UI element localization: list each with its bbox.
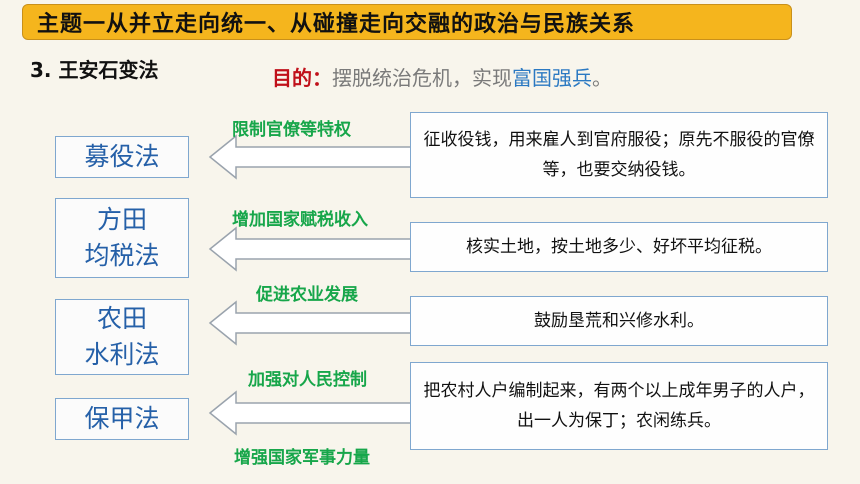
section-title: 3. 王安石变法 — [30, 58, 159, 82]
purpose-label: 目的： — [272, 66, 332, 90]
law-box-fangtian: 方田 均税法 — [55, 198, 189, 278]
page-title-bar: 主题一从并立走向统一、从碰撞走向交融的政治与民族关系 — [22, 4, 792, 40]
goal-label: 增加国家赋税收入 — [232, 210, 368, 230]
goal-label: 限制官僚等特权 — [232, 120, 351, 140]
law-name-line2: 水利法 — [84, 340, 160, 369]
law-description: 征收役钱，用来雇人到官府服役；原先不服役的官僚等，也要交纳役钱。 — [410, 112, 828, 198]
law-description: 鼓励垦荒和兴修水利。 — [410, 296, 828, 346]
law-name: 募役法 — [84, 142, 160, 171]
left-arrow-icon — [208, 226, 413, 272]
law-box-baojia: 保甲法 — [55, 398, 189, 440]
law-name-line1: 方田 — [96, 205, 147, 234]
law-description: 核实土地，按土地多少、好坏平均征税。 — [410, 222, 828, 272]
purpose-statement: 目的：摆脱统治危机，实现富国强兵。 — [272, 62, 612, 91]
law-box-muyi: 募役法 — [55, 136, 189, 178]
law-box-nongtian: 农田 水利法 — [55, 299, 189, 375]
left-arrow-icon — [208, 390, 413, 436]
purpose-end: 。 — [592, 66, 612, 90]
purpose-text: 摆脱统治危机，实现 — [332, 66, 512, 90]
goal-label-secondary: 增强国家军事力量 — [234, 448, 370, 468]
purpose-highlight: 富国强兵 — [512, 66, 592, 90]
left-arrow-icon — [208, 300, 413, 346]
law-name-line2: 均税法 — [84, 241, 160, 270]
law-description: 把农村人户编制起来，有两个以上成年男子的人户，出一人为保丁；农闲练兵。 — [410, 362, 828, 450]
goal-label: 促进农业发展 — [256, 285, 358, 305]
law-name: 保甲法 — [84, 404, 160, 433]
goal-label: 加强对人民控制 — [248, 370, 367, 390]
law-name-line1: 农田 — [96, 304, 147, 333]
page-title: 主题一从并立走向统一、从碰撞走向交融的政治与民族关系 — [37, 11, 636, 37]
